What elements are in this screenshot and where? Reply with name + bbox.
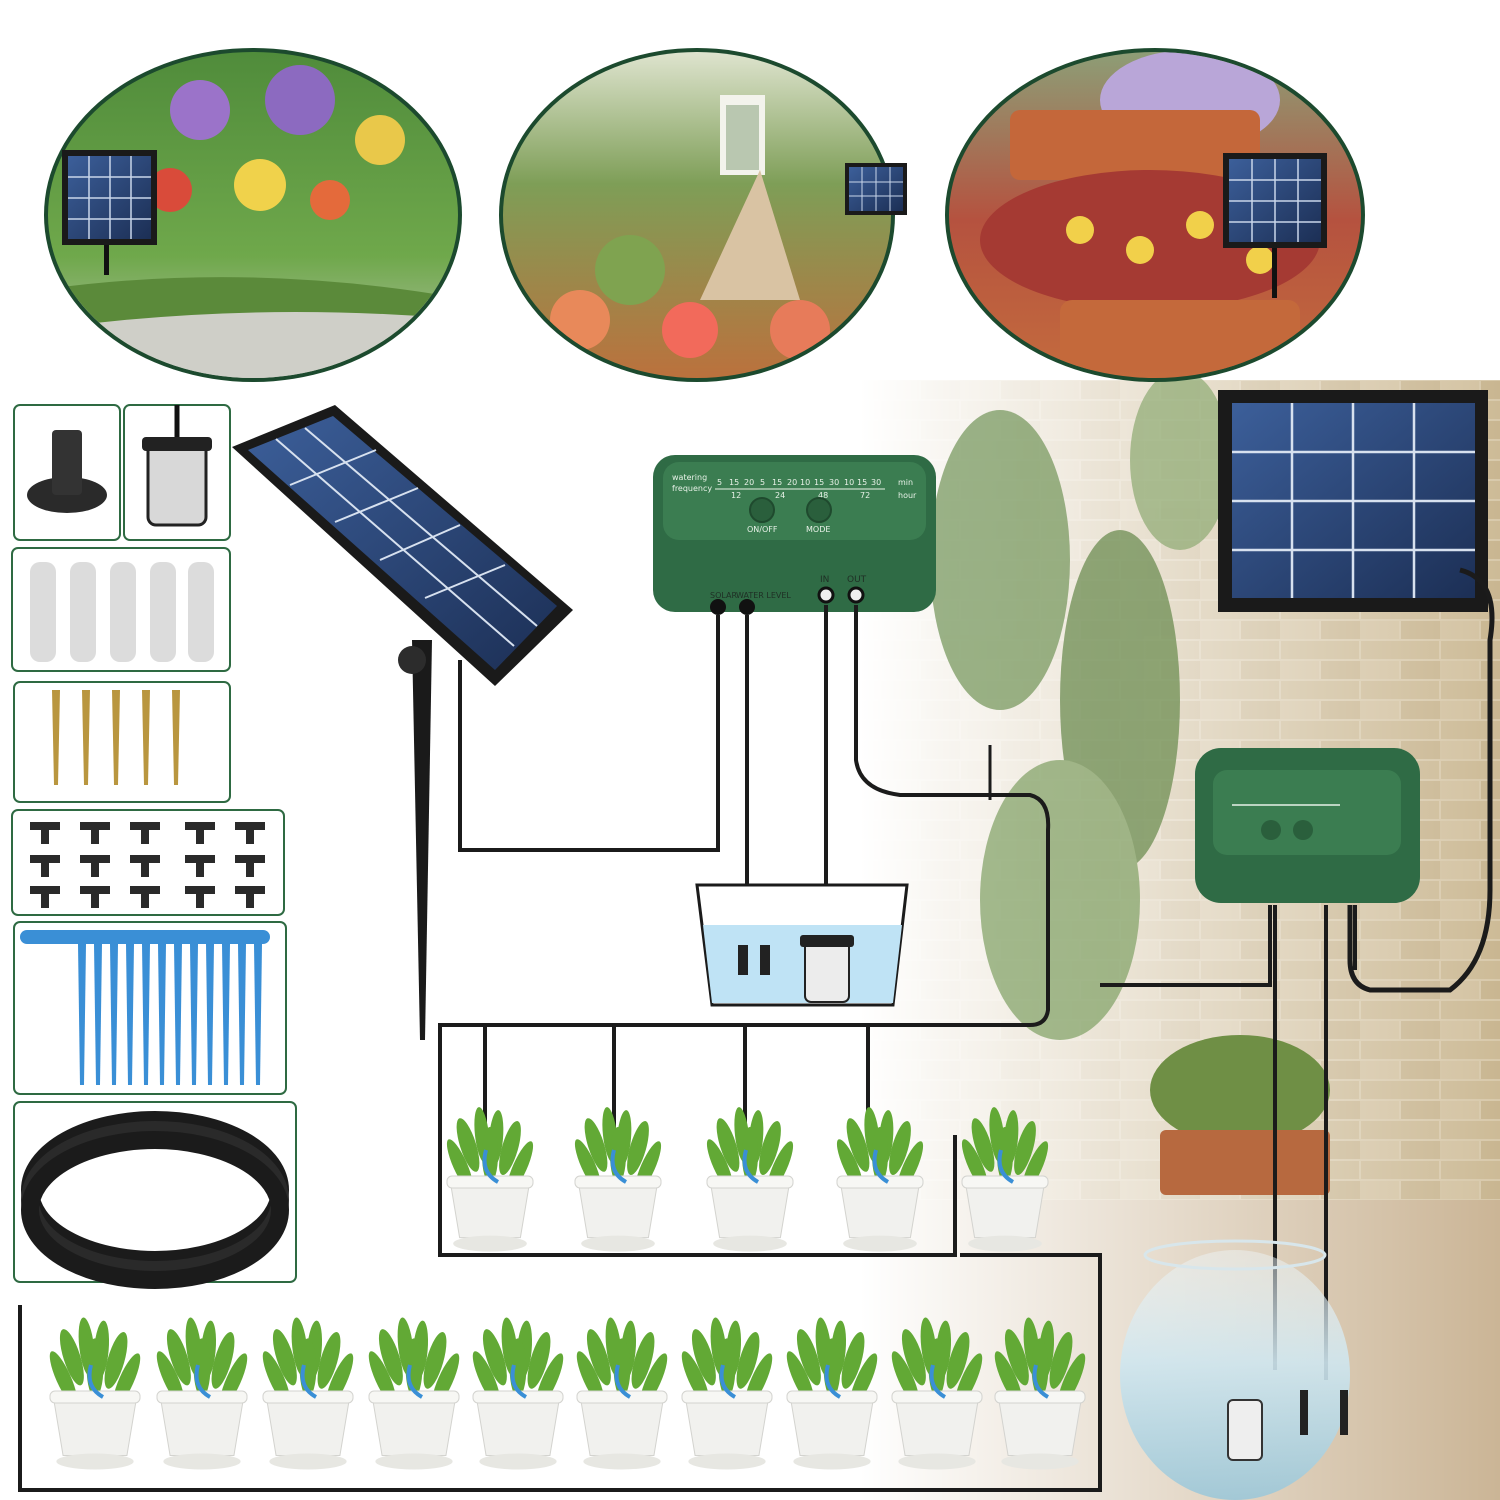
minutes-value: 30	[829, 478, 839, 487]
water-level-port-label: WATER LEVEL	[736, 591, 791, 600]
mode-label: MODE	[806, 525, 830, 534]
potted-plant	[156, 1317, 248, 1470]
potted-plant	[681, 1317, 773, 1470]
mini-solar-panel-3	[1223, 153, 1327, 298]
minutes-value: 10	[800, 478, 810, 487]
minutes-value: 30	[871, 478, 881, 487]
drippers-item	[13, 921, 287, 1095]
potted-plant	[836, 1107, 924, 1252]
potted-plant	[262, 1317, 354, 1470]
potted-plant	[576, 1317, 668, 1470]
photo-greenhouse	[499, 48, 907, 382]
potted-plant	[368, 1317, 460, 1470]
on-off-label: ON/OFF	[747, 525, 778, 534]
tubing-network	[18, 605, 1102, 1492]
minutes-value: 15	[772, 478, 782, 487]
wall-anchors-item	[11, 547, 231, 672]
wall-mode-button[interactable]	[1293, 820, 1313, 840]
tubing-coil-item	[13, 1101, 297, 1289]
in-port-label: IN	[820, 575, 829, 585]
hours-value: 48	[818, 491, 828, 500]
minutes-value: 15	[857, 478, 867, 487]
minutes-row: 5 15 20 5 15 20 10 15 30 10 15 30 min	[717, 478, 913, 487]
mode-button[interactable]: MODE	[806, 497, 832, 534]
potted-plant	[786, 1317, 878, 1470]
watering-label: watering	[672, 473, 707, 482]
water-container	[695, 883, 909, 1007]
potted-plant	[961, 1107, 1049, 1252]
out-port	[847, 586, 865, 604]
filter-item	[123, 404, 231, 541]
wall-on-off-button[interactable]	[1261, 820, 1281, 840]
hours-value: 72	[860, 491, 870, 500]
minutes-value: 5	[760, 478, 765, 487]
main-solar-panel	[232, 405, 573, 1040]
frequency-label: frequency	[672, 484, 712, 493]
potted-plant	[994, 1317, 1086, 1470]
screws-item	[13, 681, 231, 803]
minutes-value: 10	[844, 478, 854, 487]
accessory-panel	[11, 404, 297, 1289]
potted-plant	[472, 1317, 564, 1470]
minutes-value: 5	[717, 478, 722, 487]
hours-value: 24	[775, 491, 785, 500]
mini-solar-panel-2	[845, 163, 907, 215]
fish-bowl	[1120, 1239, 1350, 1500]
photo-flower-pots	[945, 48, 1365, 382]
background-potted-plant	[1150, 1035, 1330, 1195]
unit-min-label: min	[898, 478, 913, 487]
hours-row: 12 24 48 72 hour	[715, 488, 917, 500]
solar-port-label: SOLAR	[710, 591, 737, 600]
unit-hour-label: hour	[898, 491, 917, 500]
water-level-port	[739, 599, 755, 615]
potted-plant	[891, 1317, 983, 1470]
minutes-value: 15	[729, 478, 739, 487]
out-port-label: OUT	[847, 575, 867, 585]
photo-flower-bed	[44, 48, 462, 382]
potted-plant	[49, 1317, 141, 1470]
wall-solar-panel	[1218, 390, 1495, 993]
in-port	[817, 586, 835, 604]
minutes-value: 20	[787, 478, 797, 487]
potted-plant	[446, 1107, 534, 1252]
minutes-value: 15	[814, 478, 824, 487]
pot-row-upper	[446, 1107, 1049, 1252]
solar-port	[710, 599, 726, 615]
on-off-button[interactable]: ON/OFF	[747, 497, 778, 534]
hours-value: 12	[731, 491, 741, 500]
tee-connectors-item	[11, 809, 285, 916]
stake-base-item	[13, 404, 121, 541]
wall-controller	[1100, 748, 1420, 1380]
pot-row-lower	[49, 1317, 1086, 1470]
potted-plant	[574, 1107, 662, 1252]
controller-box: watering frequency 5 15 20 5 15 20 10 15…	[653, 455, 936, 615]
minutes-value: 20	[744, 478, 754, 487]
mini-solar-panel-1	[62, 150, 157, 275]
potted-plant	[706, 1107, 794, 1252]
